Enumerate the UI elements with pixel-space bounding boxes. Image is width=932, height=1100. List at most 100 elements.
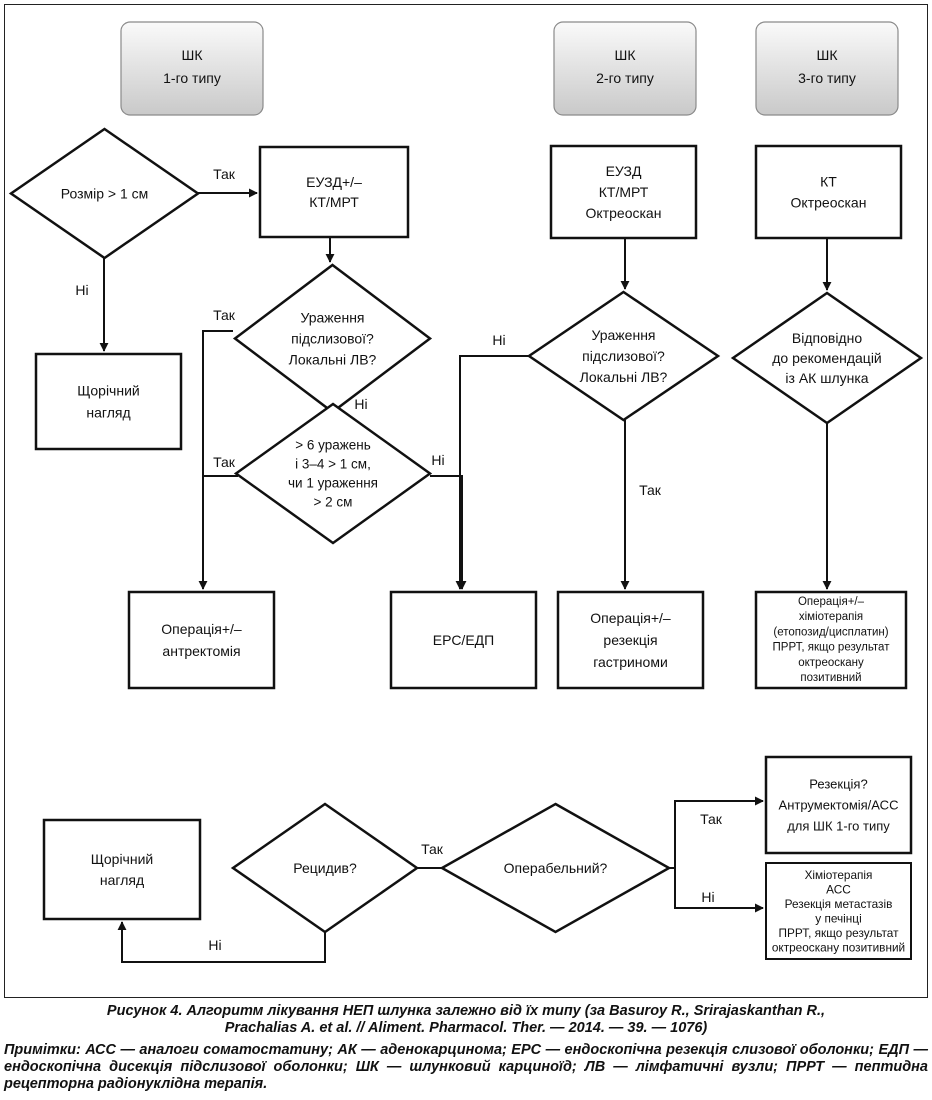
decision-shape xyxy=(730,291,924,425)
box-text-line: КТ xyxy=(820,174,837,190)
box-surgery-gastrinoma: Операція+/– резекція гастриноми xyxy=(556,590,705,690)
label-yes-operable: Так xyxy=(700,811,723,827)
connectors xyxy=(99,188,832,963)
box-text-line: (етопозид/цисплатин) xyxy=(773,626,888,638)
label-yes-lesions: Так xyxy=(213,454,236,470)
type-box-text-line: ШК xyxy=(615,47,637,63)
box-text-line: октреоскану позитивний xyxy=(772,940,905,954)
caption-line-1: Рисунок 4. Алгоритм лікування НЕП шлунка… xyxy=(106,1003,826,1019)
connector-operable-yes xyxy=(669,796,764,869)
box-text-line: хіміотерапія xyxy=(799,611,863,623)
box-shape xyxy=(764,755,913,855)
box-shape xyxy=(258,145,410,239)
box-text-line: ПРРТ, якщо результат xyxy=(779,926,900,940)
decision-text-line: Ураження xyxy=(300,310,364,326)
type-box-shape xyxy=(553,21,697,116)
box-shape xyxy=(754,590,908,690)
label-yes-submucosal-2: Так xyxy=(639,482,662,498)
box-text-line: антректомія xyxy=(162,643,240,659)
box-text-line: Операція+/– xyxy=(161,621,242,637)
box-surgery-antrectomy: Операція+/– антректомія xyxy=(127,590,276,690)
decision-text-line: і 3–4 > 1 см, xyxy=(295,457,371,472)
box-text-line: ПРРТ, якщо результат xyxy=(773,642,891,654)
label-yes-size: Так xyxy=(213,166,236,182)
nodes: ШК 1-го типу ШК 2-го типу ШК 3-го типуРозмір … xyxy=(8,21,924,960)
decision-shape xyxy=(8,127,201,260)
figure-caption: Рисунок 4. Алгоритм лікування НЕП шлунка… xyxy=(4,1003,928,1037)
type-box-text-line: 3-го типу xyxy=(798,70,856,86)
decision-text-line: підслизової? xyxy=(582,348,665,364)
box-text-line: Щорічний xyxy=(77,383,139,399)
box-text-line: Октреоскан xyxy=(791,195,867,211)
type-box-3: ШК 3-го типу xyxy=(755,21,899,116)
decision-text-line: Ураження xyxy=(591,327,655,343)
treatment-algorithm-flowchart: ШК 1-го типу ШК 2-го типу ШК 3-го типуРозмір … xyxy=(8,21,924,963)
decision-shape xyxy=(233,402,433,545)
decision-shape xyxy=(439,802,672,934)
box-euzd-kt-mrt: ЕУЗД+/– КТ/МРТ xyxy=(258,145,410,239)
box-surgery-chemo-type3: Операція+/– хіміотерапія (етопозид/цисплат… xyxy=(754,590,908,690)
connector-lesions-no xyxy=(430,475,467,590)
decision-text-line: підслизової? xyxy=(291,331,374,347)
decision-text-line: чи 1 ураження xyxy=(288,476,378,491)
box-ers-edp: ЕРС/ЕДП xyxy=(389,590,538,690)
box-text-line: нагляд xyxy=(86,405,130,421)
box-text-line: Операція+/– xyxy=(798,596,865,608)
decision-text-line: Розмір > 1 см xyxy=(61,186,149,202)
label-no-relapse: Ні xyxy=(208,937,221,953)
connector-submucosal-1-yes xyxy=(198,330,233,590)
box-text-line: октреоскану xyxy=(798,657,864,669)
box-text-line: ЕУЗД+/– xyxy=(306,174,362,190)
box-shape xyxy=(549,144,698,240)
type-box-2: ШК 2-го типу xyxy=(553,21,697,116)
decision-text-line: Операбельний? xyxy=(504,860,608,876)
type-box-text-line: ШК xyxy=(817,47,839,63)
box-text-line: Хіміотерапія xyxy=(805,868,873,882)
box-kt-octreoscan: КТ Октреоскан xyxy=(754,144,903,240)
type-box-text-line: 1-го типу xyxy=(163,70,221,86)
box-text-line: гастриноми xyxy=(593,654,668,670)
box-text-line: резекція xyxy=(603,632,657,648)
box-text-line: нагляд xyxy=(100,872,144,888)
box-shape xyxy=(34,352,183,451)
box-text-line: КТ/МРТ xyxy=(309,194,359,210)
caption-line-2: Prachalias A. et al. // Aliment. Pharmac… xyxy=(224,1020,708,1036)
box-text-line: позитивний xyxy=(800,672,861,684)
connector-operable-no xyxy=(674,868,764,913)
type-box-shape xyxy=(120,21,264,116)
label-no-lesions: Ні xyxy=(431,452,444,468)
decision-shape xyxy=(230,802,420,934)
connector-submucosal-2-no xyxy=(455,355,529,590)
decision-text-line: > 2 см xyxy=(314,495,353,510)
decision-size: Розмір > 1 см xyxy=(8,127,201,260)
box-shape xyxy=(556,590,705,690)
type-box-shape xyxy=(755,21,899,116)
label-yes-relapse: Так xyxy=(421,841,444,857)
box-shape xyxy=(754,144,903,240)
decision-text-line: > 6 уражень xyxy=(295,438,371,453)
box-text-line: ЕУЗД xyxy=(606,163,642,179)
decision-text-line: із АК шлунка xyxy=(785,370,868,386)
box-shape xyxy=(765,862,912,960)
box-text-line: Щорічний xyxy=(91,851,153,867)
decision-text-line: Локальні ЛВ? xyxy=(289,352,377,368)
box-text-line: Резекція метастазів xyxy=(785,897,893,911)
decision-text-line: Відповідно xyxy=(792,330,862,346)
decision-text-line: Рецидив? xyxy=(293,860,357,876)
box-text-line: Резекція? xyxy=(809,777,867,792)
box-text-line: АСС xyxy=(826,882,851,896)
type-box-text-line: ШК xyxy=(182,47,204,63)
type-box-text-line: 2-го типу xyxy=(596,70,654,86)
box-text-line: у печінці xyxy=(815,911,861,925)
box-text-line: Операція+/– xyxy=(590,610,671,626)
box-annual-monitoring: Щорічний нагляд xyxy=(34,352,183,451)
label-no-operable: Ні xyxy=(701,889,714,905)
decision-shape xyxy=(526,290,721,422)
decision-operable: Операбельний? xyxy=(439,802,672,934)
